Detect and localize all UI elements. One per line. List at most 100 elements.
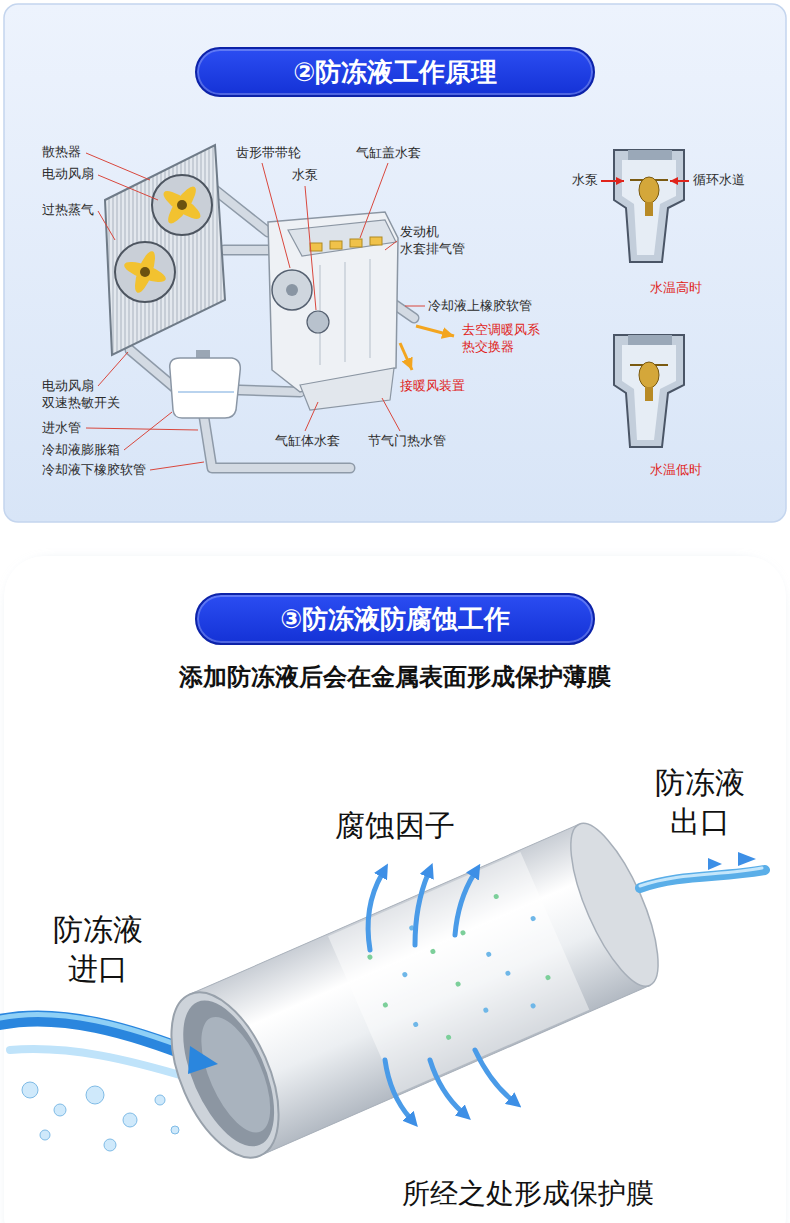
electric-fan [115,242,175,302]
illustration-part [405,306,425,307]
illustration-part [177,200,187,210]
illustration-part [415,874,428,945]
subtitle-text: 添加防冻液后会在金属表面形成保护薄膜 [179,662,611,693]
illustration-part [670,180,689,182]
water-pump [307,311,329,333]
part-label: 气缸体水套 [275,433,340,450]
part-label: 冷却液下橡胶软管 [42,462,146,479]
corrosion-arrows [368,874,512,1118]
illustration-part [187,1007,284,1141]
illustration-part [104,1139,116,1151]
water-bubbles [22,1082,179,1151]
illustration-part [305,402,318,431]
illustration-part [98,175,158,200]
part-label: 气缸盖水套 [356,145,421,162]
callout-text: 防冻液 进口 [53,910,143,988]
illustration-part [98,352,128,386]
illustration-part [545,974,552,981]
illustration-part [455,874,474,935]
illustration-part [601,180,624,182]
illustration-part [430,948,437,955]
toothed-pulley [272,270,312,310]
title-text: ②防冻液工作原理 [293,55,497,90]
illustration-part [86,1086,104,1104]
metal-pipe [149,813,675,1173]
water-jacket [310,237,382,251]
illustration-part [368,874,382,950]
illustration-part [367,954,374,961]
illustration-part [370,237,382,245]
illustration-part [262,163,290,268]
illustration-part [385,1060,410,1118]
illustration-part [164,183,201,227]
illustration-part [445,1034,452,1041]
illustration-part [40,1130,50,1140]
illustration-part [622,160,676,255]
illustration-part [288,220,396,256]
illustration-part [382,398,400,431]
illustration-part [614,150,684,262]
illustration-part [160,187,204,224]
illustration-part [164,988,292,1160]
illustration-part [86,428,198,430]
part-label: 水泵 [572,172,598,189]
illustration-part [345,262,346,362]
illustration-part [640,870,765,888]
part-label: 水泵 [292,167,318,184]
flow-note: 去空调暖风系 热交换器 [462,322,540,356]
illustration-part [370,259,371,358]
illustration-part [268,212,398,392]
part-label: 循环水道 [693,172,745,189]
illustration-part [98,211,115,240]
thermostat [614,335,684,447]
illustration-part [305,186,316,310]
illustration-part [385,241,397,250]
panel-background [4,556,786,1223]
illustration-part [10,1049,190,1078]
part-label: 进水管 [42,420,81,437]
thermostat-arrows [601,180,689,182]
illustration-part [54,1104,66,1116]
illustration-part [455,981,462,988]
callout-text: 腐蚀因子 [335,806,455,845]
illustration-part [152,175,212,235]
part-label: 发动机 水套排气管 [400,224,465,258]
illustration-part [640,868,762,886]
title-pill: ③防冻液防腐蚀工作 [195,593,595,645]
part-label: 散热器 [42,144,81,161]
illustration-part [738,852,756,866]
thermostat [614,150,684,262]
illustration-part [412,1021,419,1028]
engine-block [268,212,398,410]
illustration-part [171,1126,179,1134]
temperature-note: 水温高时 [650,280,702,297]
illustration-part [215,190,268,232]
illustration-part [131,249,159,295]
water-outflow [640,868,765,888]
engine-ribs [320,259,370,365]
illustration-part [505,970,512,977]
expansion-tank [170,350,241,418]
illustration-part [382,1002,389,1009]
illustration-part [493,893,500,900]
part-label: 电动风扇 [42,166,94,183]
flow-note: 接暖风装置 [400,378,465,395]
illustration-part [215,190,268,232]
outflow-arrows [708,852,756,870]
illustration-part [628,150,672,160]
illustration-part [155,1095,165,1105]
corrosion-dots [358,879,568,1064]
illustration-part [115,242,175,302]
illustration-part [360,163,388,238]
part-label: 冷却液上橡胶软管 [428,298,532,315]
illustration-part [124,412,172,450]
inflow-arrowhead [188,1046,218,1074]
illustration-part [402,971,409,978]
illustration-part [530,1003,537,1010]
leader-lines [86,153,425,470]
illustration-part [178,391,234,393]
temperature-note: 水温低时 [650,462,702,479]
oil-pan [300,368,394,410]
illustration-part [645,202,653,216]
illustration-part [708,858,722,870]
